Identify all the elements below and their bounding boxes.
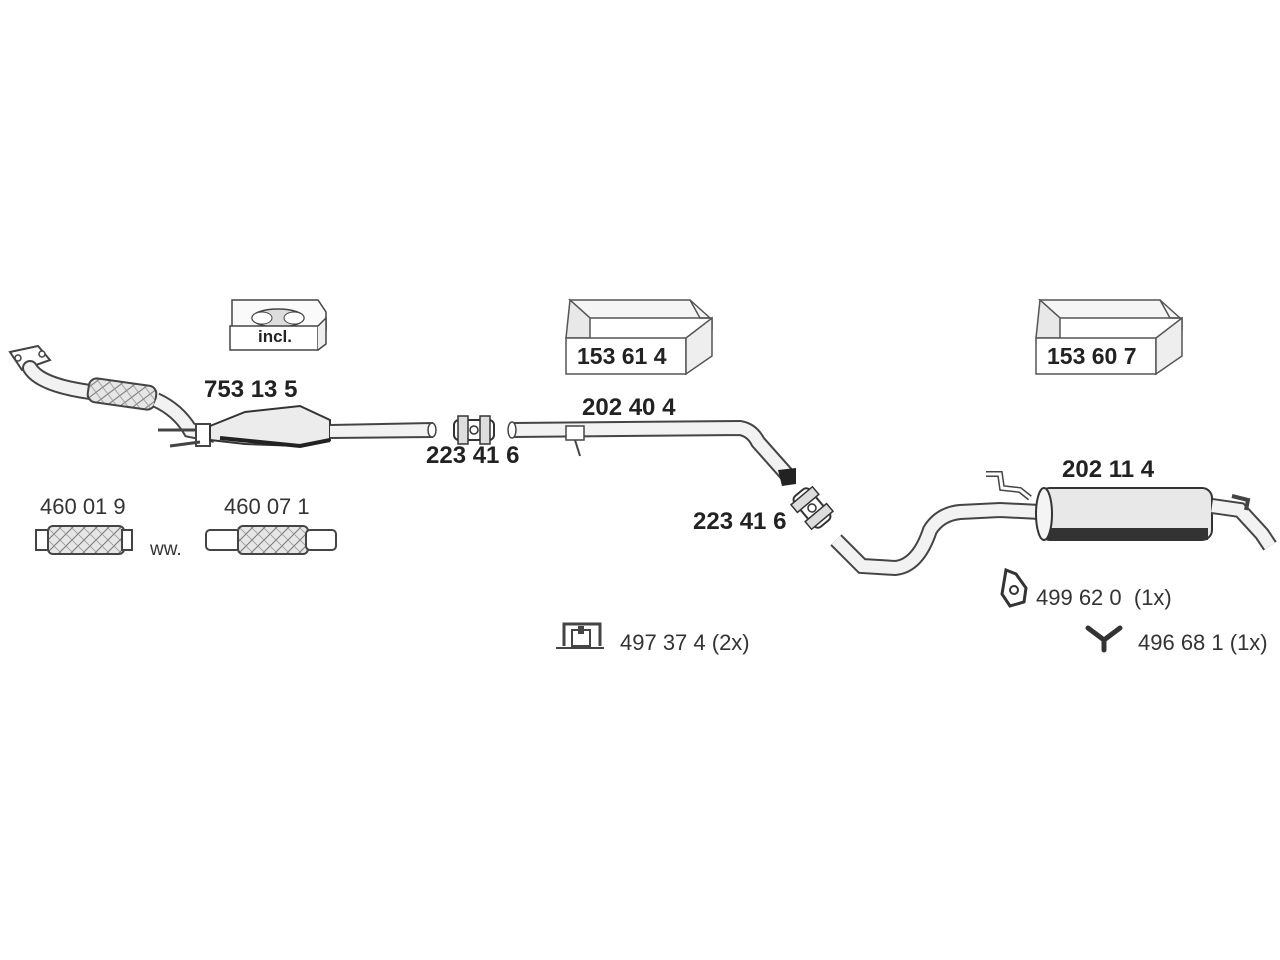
flex-pipe-2 — [205, 525, 337, 555]
mount-mid-label: 497 37 4 (2x) — [620, 630, 750, 655]
flex-pipe-2-label: 460 07 1 — [224, 494, 310, 519]
clamp-right-label: 223 41 6 — [693, 508, 787, 535]
mid-pipe — [507, 419, 796, 486]
flex-pipe-alt-label: ww. — [150, 539, 182, 560]
mount-rear-1-label: 499 62 0 (1x) — [1036, 585, 1172, 610]
rear-silencer — [830, 471, 1277, 577]
mount-mid-icon — [556, 622, 604, 649]
mid-kit-label: 153 61 4 — [577, 343, 667, 369]
mount-rear-1-icon — [1000, 567, 1028, 608]
front-pipe-catalyst — [8, 344, 437, 449]
incl-label: incl. — [258, 327, 293, 346]
rear-kit-box — [1035, 298, 1183, 376]
mount-rear-2-label: 496 68 1 (1x) — [1138, 630, 1268, 655]
rear-silencer-label: 202 11 4 — [1062, 456, 1155, 483]
included-parts-box — [229, 299, 327, 351]
clamp-left-label: 223 41 6 — [426, 442, 520, 469]
flex-pipe-1 — [35, 525, 133, 555]
clamp-right — [789, 485, 835, 531]
rear-kit-label: 153 60 7 — [1047, 343, 1137, 369]
flex-pipe-1-label: 460 01 9 — [40, 494, 126, 519]
mid-kit-box — [565, 298, 713, 376]
mount-rear-2-icon — [1085, 625, 1123, 653]
catalytic-converter-label: 753 13 5 — [204, 376, 298, 403]
mid-pipe-label: 202 40 4 — [582, 394, 676, 421]
clamp-left — [453, 415, 495, 445]
